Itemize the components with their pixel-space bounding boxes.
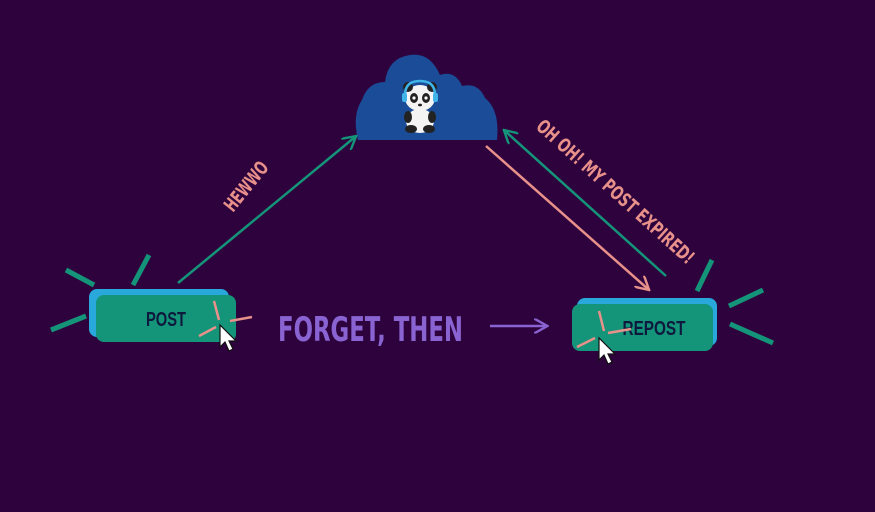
post-burst-icon — [50, 253, 152, 333]
post-click-sparkle-icon — [198, 300, 253, 338]
post-button[interactable]: POST — [89, 289, 236, 342]
label-post-expired: OH OH! MY POST EXPIRED! — [532, 115, 699, 269]
repost-button-label: REPOST — [623, 318, 686, 340]
arrow-repost-to-cloud — [505, 131, 667, 277]
repost-button[interactable]: REPOST — [572, 298, 717, 351]
repost-click-sparkle-icon — [576, 310, 632, 349]
label-forget-then: FORGET, THEN — [278, 310, 463, 350]
mouse-pointer-icon — [598, 336, 617, 365]
post-button-label: POST — [146, 309, 186, 331]
repost-burst-icon — [694, 258, 775, 346]
arrow-cloud-to-repost — [485, 145, 648, 289]
panda-icon — [402, 79, 438, 133]
label-hewwo: HEWWO — [220, 157, 274, 216]
arrow-post-to-cloud — [177, 137, 355, 284]
mouse-pointer-icon — [219, 323, 238, 352]
